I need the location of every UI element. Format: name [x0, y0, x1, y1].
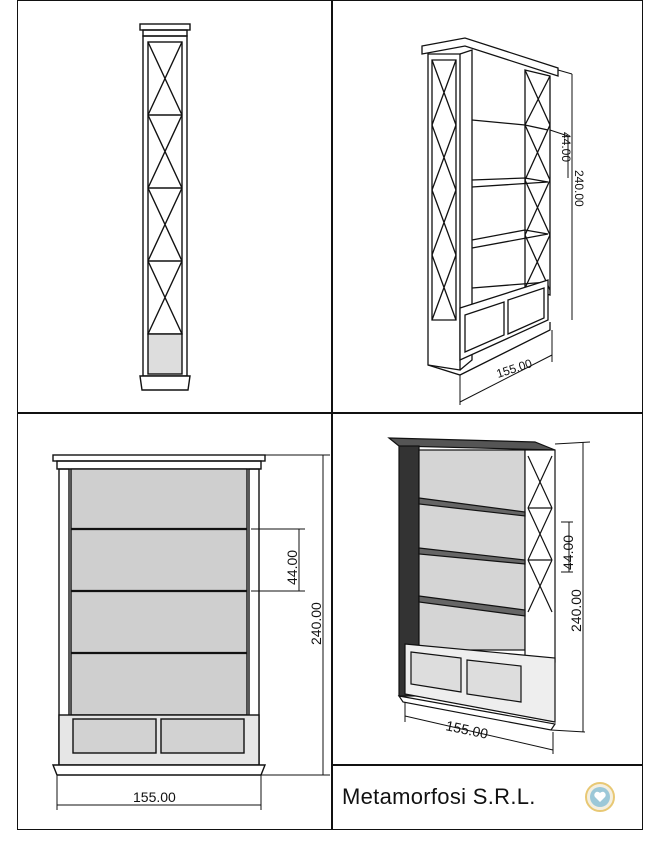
render-shelf-dim: 44.00	[560, 535, 576, 570]
isometric-view: 44.00 240.00 155.00	[421, 37, 586, 405]
iso-width-dim: 155.00	[495, 356, 535, 381]
render-width-dim: 155.00	[444, 717, 489, 742]
front-shelf-dim: 44.00	[284, 550, 300, 585]
side-view	[139, 23, 191, 391]
render-height-dim: 240.00	[568, 589, 584, 632]
grid-divider-vertical	[331, 0, 333, 830]
company-logo-icon	[585, 782, 615, 812]
iso-shelf-dim: 44.00	[559, 132, 573, 162]
front-width-dim: 155.00	[133, 789, 176, 805]
grid-divider-horizontal	[17, 412, 643, 414]
title-block-divider	[331, 764, 643, 766]
company-name: Metamorfosi S.R.L.	[342, 784, 536, 809]
iso-height-dim: 240.00	[572, 170, 586, 207]
drawing-sheet	[17, 0, 643, 830]
front-height-dim: 240.00	[308, 602, 324, 645]
render-view: 155.00 44.00 240.00	[387, 437, 590, 754]
front-view: 155.00 44.00 240.00	[51, 454, 330, 810]
